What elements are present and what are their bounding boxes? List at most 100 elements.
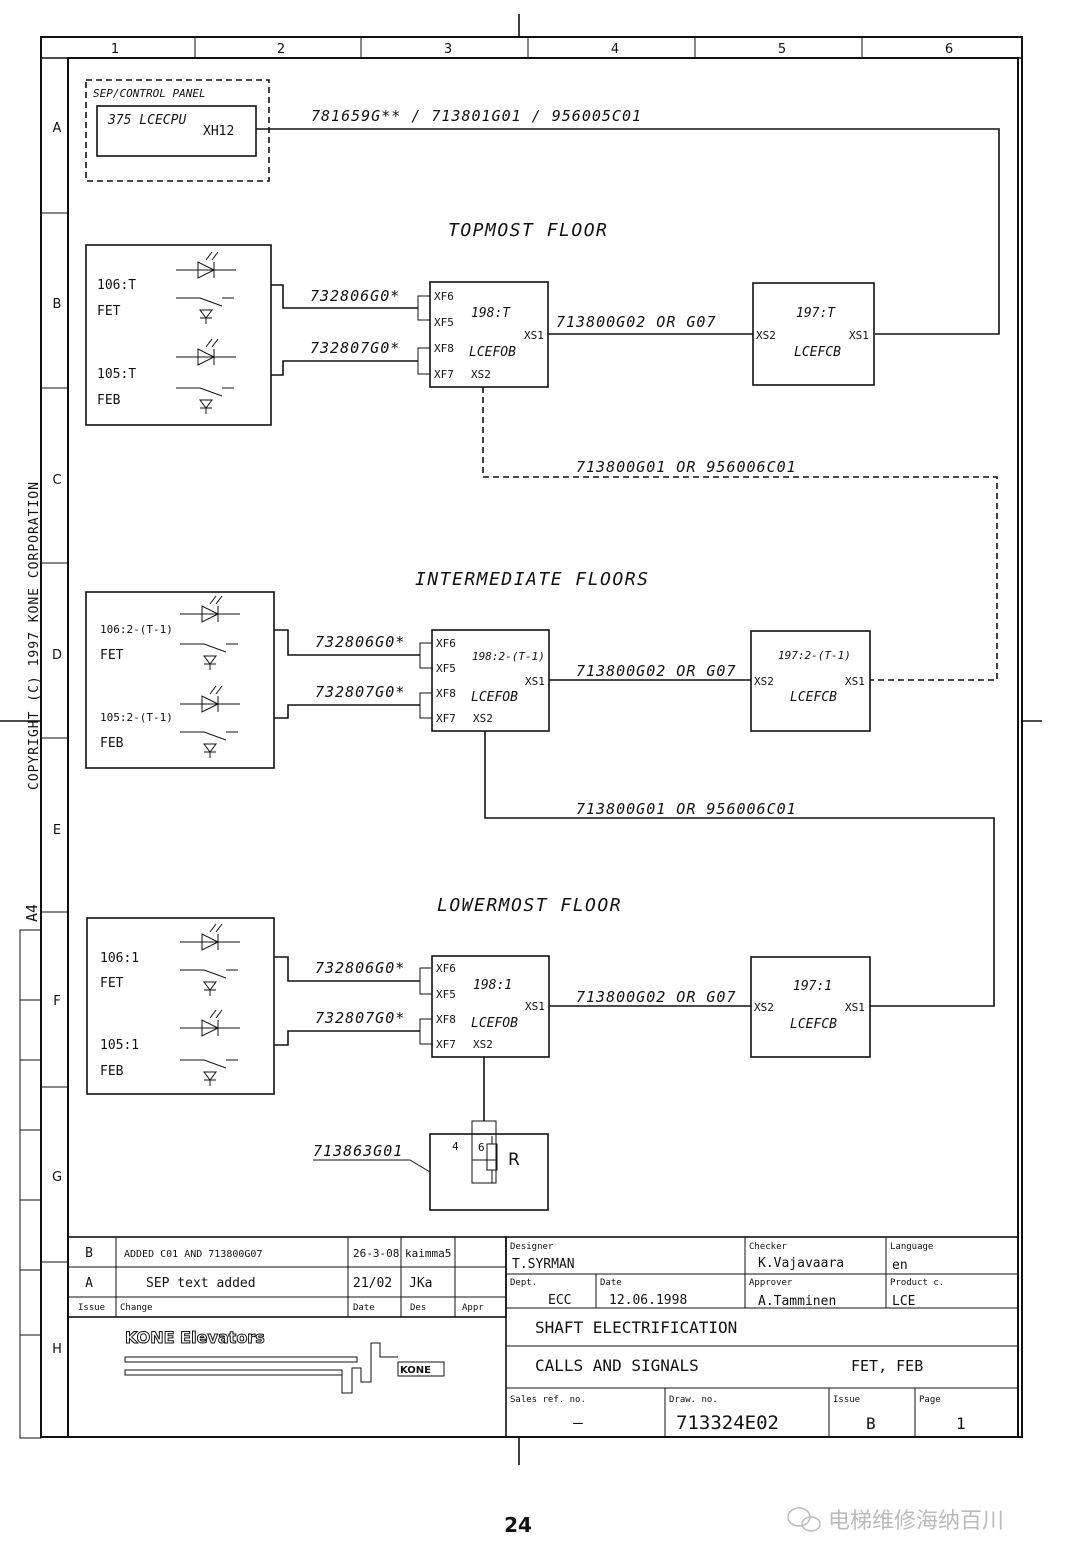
resistor-label: R (508, 1150, 520, 1170)
terminator-part-label: 713863G01 (313, 1142, 403, 1160)
header-date: Date (353, 1303, 375, 1313)
fet-id: 106:2-(T-1) (100, 623, 173, 636)
led-icon (180, 1009, 240, 1037)
date-label: Date (600, 1278, 622, 1288)
checker-value: K.Vajavaara (758, 1256, 844, 1271)
fet-id: 106:1 (100, 951, 139, 966)
watermark-text: 电梯维修海纳百川 (828, 1509, 1004, 1534)
terminator: 4 6 R 713863G01 (313, 1057, 549, 1211)
cb-xs2-label: XS2 (754, 675, 774, 688)
feb-label: FEB (100, 736, 124, 751)
sep-unit-label: 375 LCECPU (107, 113, 186, 128)
product-label: Product c. (890, 1278, 944, 1288)
cb-type: LCEFCB (790, 1017, 837, 1032)
floor-topmost: TOPMOST FLOOR 106:T FET 105:T FEB 732806… (85, 220, 875, 426)
row-label: F (53, 994, 60, 1009)
xf6-label: XF6 (434, 290, 454, 303)
led-icon (176, 251, 236, 279)
xs1-label: XS1 (525, 1000, 545, 1013)
drawing-number-value: 713324E02 (676, 1412, 779, 1434)
row-label: B (53, 297, 62, 312)
xf7-label: XF7 (434, 368, 454, 381)
xf7-label: XF7 (436, 712, 456, 725)
cb-xs2-label: XS2 (754, 1001, 774, 1014)
header-des: Des (410, 1303, 426, 1313)
issue-value: B (866, 1414, 876, 1433)
xf5-label: XF5 (434, 316, 454, 329)
xf8-label: XF8 (436, 1013, 456, 1026)
board-type: LCEFOB (469, 345, 516, 360)
xs2-label: XS2 (473, 712, 493, 725)
board-type: LCEFOB (471, 690, 518, 705)
sep-cable-label: 781659G** / 713801G01 / 956005C01 (311, 107, 642, 125)
xf5-label: XF5 (436, 988, 456, 1001)
xs2-label: XS2 (473, 1038, 493, 1051)
dept-value: ECC (548, 1293, 571, 1308)
company-logo: KONE Elevators KONE (67, 1316, 507, 1438)
cb-xs1-label: XS1 (845, 675, 865, 688)
cb-type: LCEFCB (794, 345, 841, 360)
xf8-label: XF8 (436, 687, 456, 700)
cable-lower-label: 732807G0* (315, 1009, 405, 1027)
cable-upper-label: 732806G0* (315, 959, 405, 977)
xf6-label: XF6 (436, 962, 456, 975)
pushbutton-icon (180, 1059, 238, 1086)
page-label: Page (919, 1395, 941, 1405)
cb-id: 197:1 (793, 979, 832, 994)
cable-lower-label: 732807G0* (315, 683, 405, 701)
sales-ref-label: Sales ref. no. (510, 1395, 586, 1405)
page-value: 1 (956, 1414, 966, 1433)
header-appr: Appr (462, 1303, 484, 1313)
fet-label: FET (100, 976, 124, 991)
pin-6-label: 6 (478, 1141, 485, 1154)
cb-xs2-label: XS2 (756, 329, 776, 342)
feb-label: FEB (100, 1064, 124, 1079)
feb-id: 105:1 (100, 1038, 139, 1053)
fet-label: FET (97, 304, 121, 319)
revision-change: ADDED C01 AND 713800G07 (124, 1249, 262, 1260)
row-label: G (52, 1170, 62, 1185)
header-issue: Issue (78, 1303, 105, 1313)
board-id: 198:T (471, 306, 511, 321)
approver-value: A.Tamminen (758, 1294, 836, 1309)
row-label: H (52, 1342, 62, 1357)
xs2-label: XS2 (471, 368, 491, 381)
cb-xs1-label: XS1 (849, 329, 869, 342)
checker-label: Checker (749, 1242, 788, 1252)
link-cable-label: 713800G02 OR G07 (576, 662, 737, 680)
product-value: LCE (892, 1294, 915, 1309)
pushbutton-icon (180, 731, 238, 758)
column-label: 2 (277, 42, 285, 57)
revision-block: B ADDED C01 AND 713800G07 26-3-08 kaimma… (67, 1236, 507, 1318)
sep-panel-title: SEP/CONTROL PANEL (93, 87, 206, 100)
revision-designer: kaimma5 (405, 1247, 451, 1260)
column-label: 1 (111, 42, 119, 57)
revision-change: SEP text added (146, 1276, 256, 1291)
floor-title: LOWERMOST FLOOR (437, 895, 622, 916)
led-icon (180, 923, 240, 951)
fet-label: FET (100, 648, 124, 663)
sep-control-panel: SEP/CONTROL PANEL 375 LCECPU XH12 781659… (85, 79, 1000, 335)
designer-value: T.SYRMAN (512, 1257, 575, 1272)
date-value: 12.06.1998 (609, 1293, 687, 1308)
floor-title: TOPMOST FLOOR (448, 220, 608, 241)
cb-id: 197:T (796, 306, 836, 321)
header-change: Change (120, 1303, 153, 1313)
cable-lower-label: 732807G0* (310, 339, 400, 357)
xs1-label: XS1 (524, 329, 544, 342)
company-name: KONE Elevators (125, 1328, 265, 1347)
page-number: 24 (504, 1513, 532, 1537)
led-icon (180, 685, 240, 713)
interfloor-cable-label: 713800G01 OR 956006C01 (576, 458, 797, 476)
title-block: Designer T.SYRMAN Checker K.Vajavaara La… (505, 1236, 1019, 1438)
board-type: LCEFOB (471, 1016, 518, 1031)
board-id: 198:1 (473, 978, 512, 993)
cb-id: 197:2-(T-1) (778, 649, 851, 662)
floor-lowermost: LOWERMOST FLOOR 106:1 FET 105:1 FEB 7328… (86, 895, 871, 1095)
xf6-label: XF6 (436, 637, 456, 650)
feb-id: 105:T (97, 367, 136, 382)
revision-date: 26-3-08 (353, 1247, 399, 1260)
cable-upper-label: 732806G0* (310, 287, 400, 305)
link-cable-label: 713800G02 OR G07 (576, 988, 737, 1006)
dept-label: Dept. (510, 1278, 537, 1288)
